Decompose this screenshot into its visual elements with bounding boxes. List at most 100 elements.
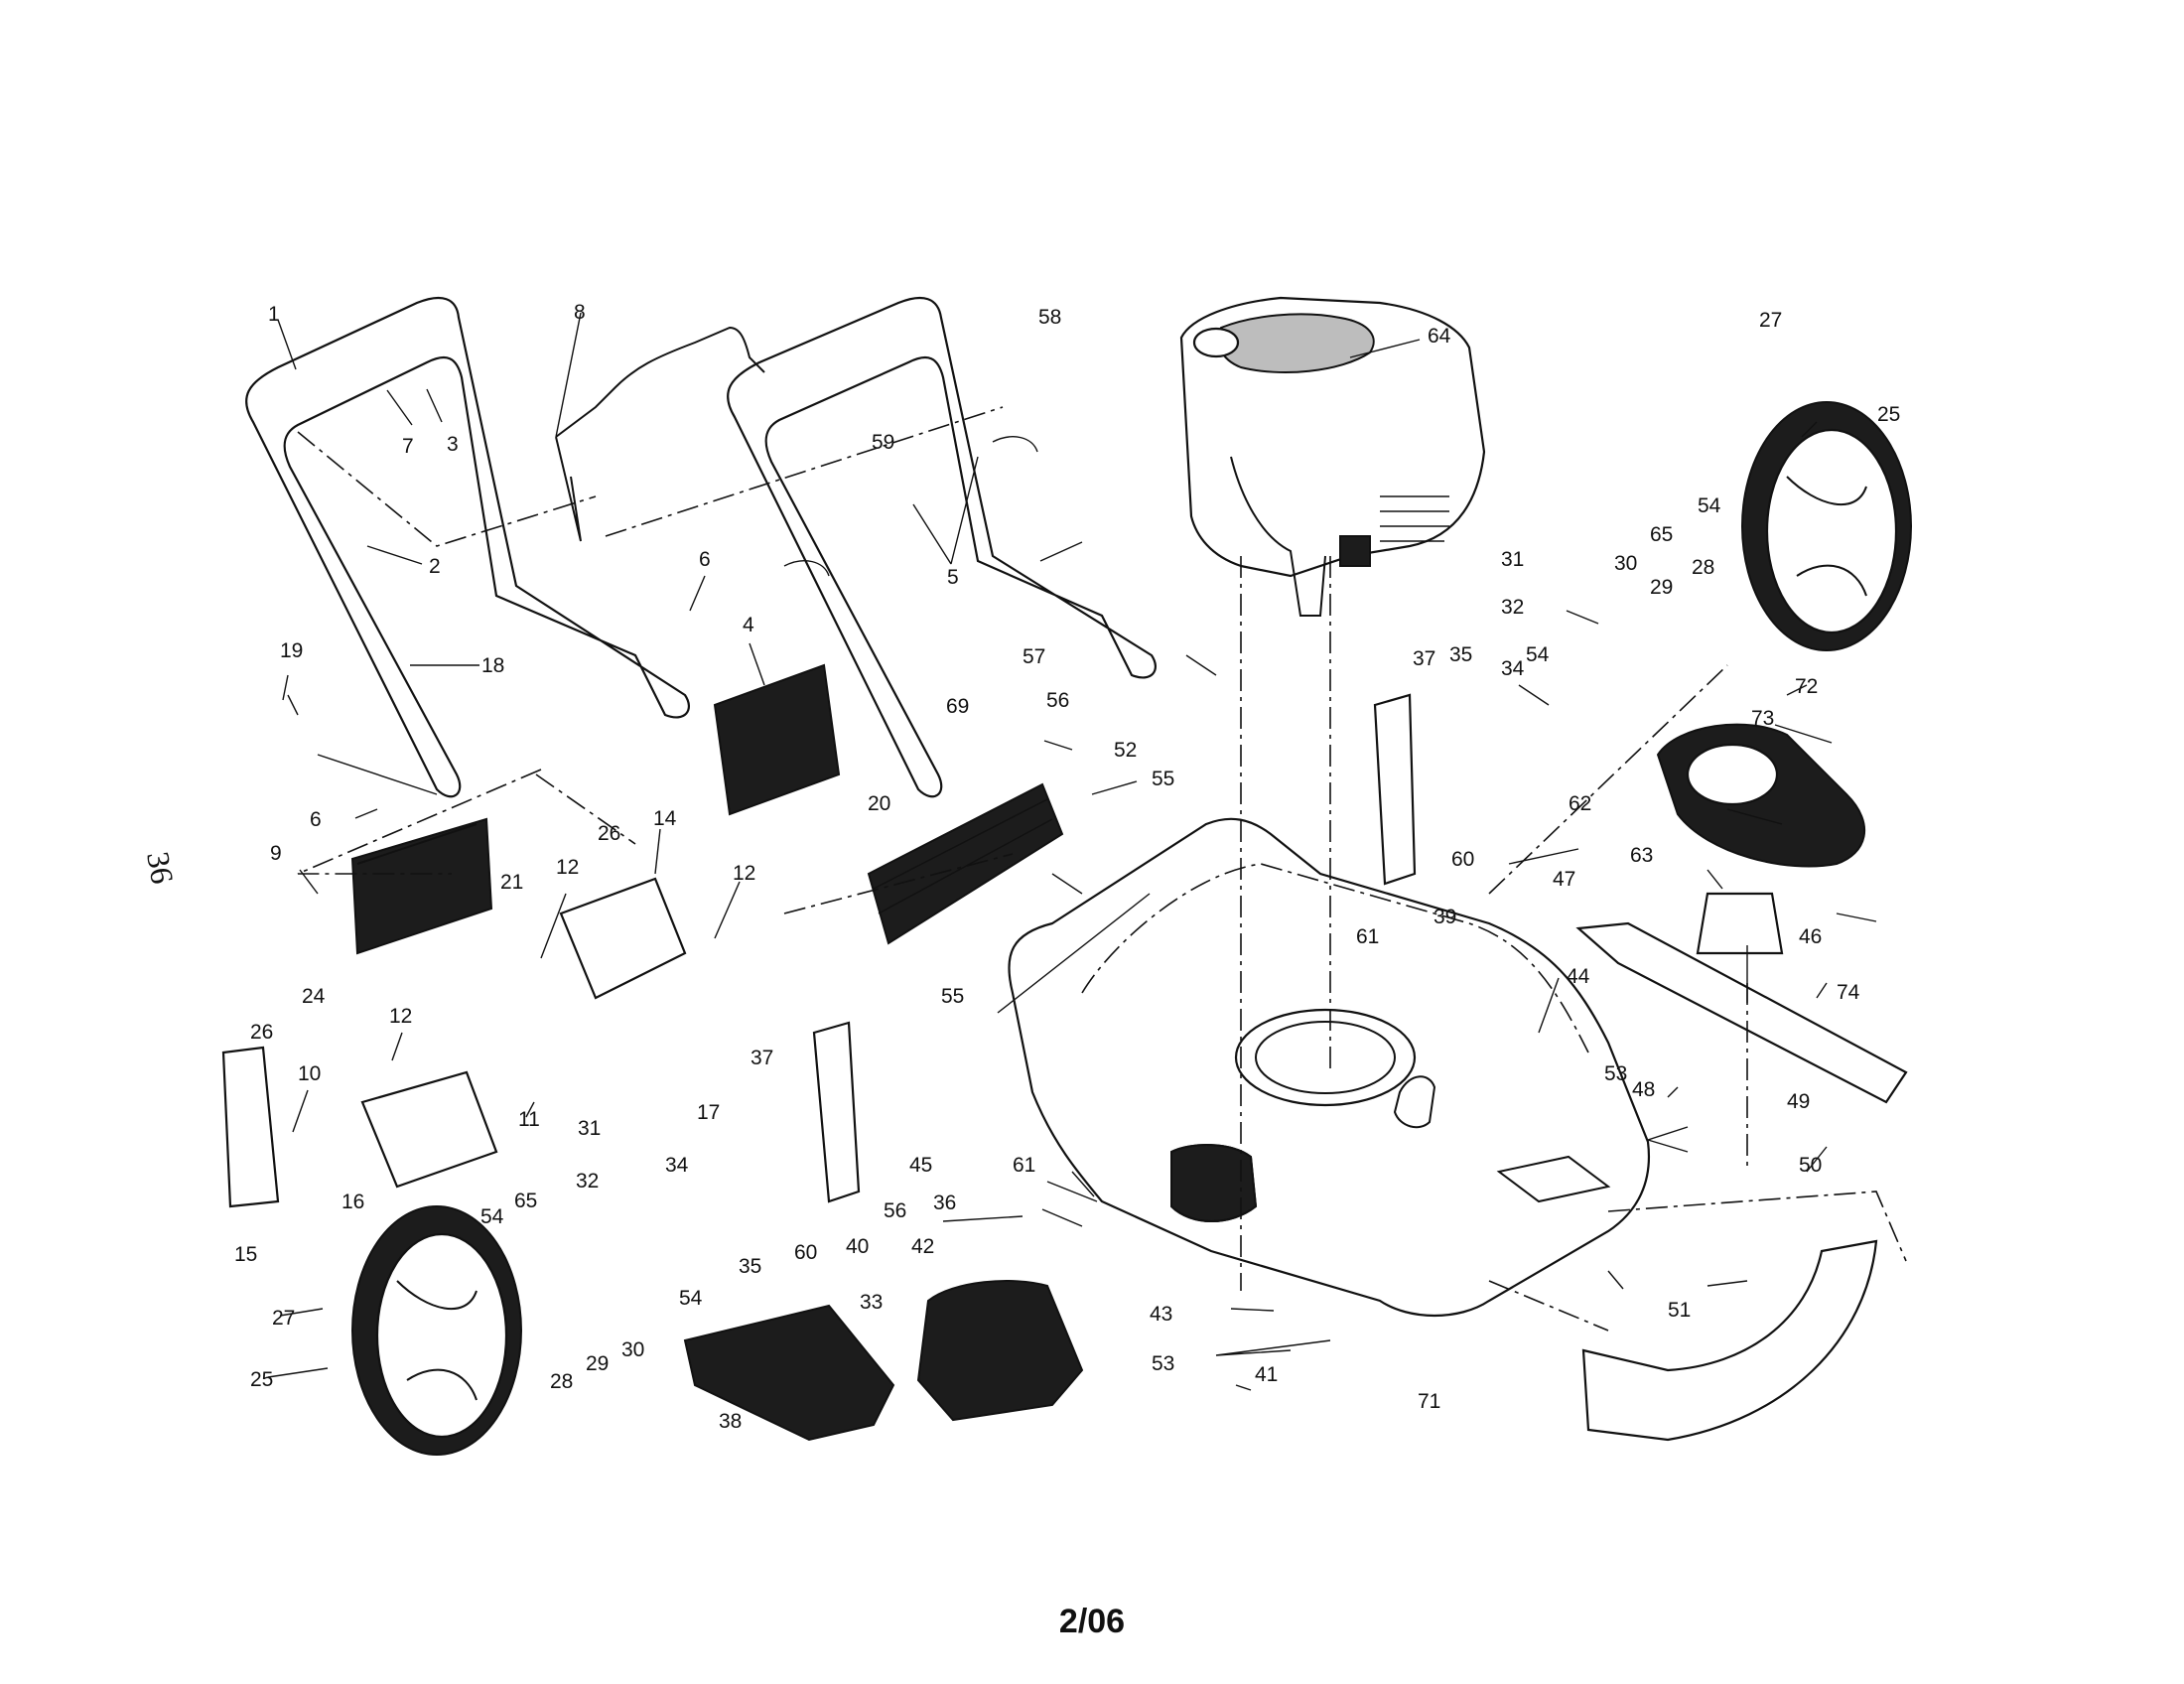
control-bail [555,326,765,542]
callout-58: 58 [1038,306,1061,329]
callout-14: 14 [653,807,677,830]
callout-50: 50 [1799,1154,1822,1177]
callout-36: 36 [933,1192,956,1214]
bag-body [713,663,841,816]
height-adjuster-left [812,1021,861,1203]
callout-43: 43 [1150,1303,1172,1326]
callout-53a: 53 [1604,1062,1627,1085]
rear-wheel-left [351,1205,522,1456]
callout-10: 10 [298,1062,321,1085]
side-discharge [916,1280,1084,1422]
callout-5: 5 [947,566,959,589]
baffle [1656,723,1865,868]
callout-34b: 34 [665,1154,689,1177]
callout-48: 48 [1632,1078,1655,1101]
parts-drawing [221,296,1912,1456]
callout-9: 9 [270,842,282,865]
callout-35b: 35 [739,1255,761,1278]
callout-30a: 30 [1614,552,1637,575]
callout-65b: 65 [514,1190,537,1212]
callout-54a: 54 [1698,494,1721,517]
callout-61a: 61 [1356,925,1379,948]
callout-25a: 25 [1877,403,1900,426]
side-mark: 36 [140,849,181,887]
callout-34a: 34 [1501,657,1525,680]
callout-62: 62 [1569,792,1591,815]
callout-3: 3 [447,433,459,456]
callout-24: 24 [302,985,326,1008]
callout-73: 73 [1751,707,1774,730]
callout-29b: 29 [586,1352,609,1375]
callout-38: 38 [719,1410,742,1433]
callout-12a: 12 [556,856,579,879]
callout-7: 7 [402,435,414,458]
callout-46: 46 [1799,925,1822,948]
callout-74: 74 [1837,981,1860,1004]
blade-adapter [1696,892,1784,955]
callout-28b: 28 [550,1370,573,1393]
axle-bracket [559,877,687,1000]
callout-29a: 29 [1650,576,1673,599]
callout-47: 47 [1553,868,1575,891]
callout-41: 41 [1255,1363,1278,1386]
blade [1575,921,1908,1104]
callout-33: 33 [860,1291,883,1314]
callout-26a: 26 [598,822,620,845]
rear-wheel-right [1741,401,1912,651]
upper-handle [727,296,1157,798]
callout-31b: 31 [578,1117,601,1140]
callout-65a: 65 [1650,523,1673,546]
callout-54b: 54 [1526,643,1550,666]
callout-2: 2 [429,555,441,578]
rear-door [867,782,1064,945]
callout-72: 72 [1795,675,1818,698]
mulch-plug [1581,1239,1878,1442]
deflector-shield [221,1046,280,1208]
callout-51: 51 [1668,1299,1691,1322]
callout-60b: 60 [794,1241,817,1264]
callout-17: 17 [697,1101,720,1124]
callout-4: 4 [743,614,754,636]
callout-42: 42 [911,1235,934,1258]
height-adjuster-right [1373,693,1417,886]
callout-57: 57 [1023,645,1045,668]
callout-18: 18 [481,654,504,677]
callout-27b: 27 [272,1307,295,1330]
callout-49: 49 [1787,1090,1810,1113]
callout-19: 19 [280,639,303,662]
bag-frame [350,817,493,955]
callout-32a: 32 [1501,596,1524,619]
callout-61b: 61 [1013,1154,1035,1177]
callout-11: 11 [518,1108,540,1131]
callout-25b: 25 [250,1368,273,1391]
callout-56b: 56 [884,1199,906,1222]
callout-35a: 35 [1449,643,1472,666]
guide-lines [297,406,1907,1332]
callout-44: 44 [1567,965,1590,988]
callout-6b: 6 [310,808,322,831]
lower-handle [245,296,690,798]
callout-12b: 12 [733,862,755,885]
callout-59: 59 [872,431,894,454]
callout-31a: 31 [1501,548,1524,571]
callout-54c: 54 [480,1205,504,1228]
callout-55b: 55 [941,985,964,1008]
callout-52: 52 [1114,739,1137,762]
callout-8: 8 [574,301,586,324]
callout-54d: 54 [679,1287,703,1310]
callout-21: 21 [500,871,523,894]
chute-cover [683,1304,895,1442]
callout-55a: 55 [1152,768,1174,790]
callout-32b: 32 [576,1170,599,1193]
callout-16: 16 [341,1191,364,1213]
callout-27a: 27 [1759,309,1782,332]
leader-lines [267,312,1877,1391]
callout-71: 71 [1418,1390,1440,1413]
mower-deck [1008,817,1650,1318]
callout-56a: 56 [1046,689,1069,712]
callout-64: 64 [1428,325,1451,348]
callout-69: 69 [946,695,969,718]
callout-37a: 37 [1413,647,1435,670]
callout-15: 15 [234,1243,257,1266]
